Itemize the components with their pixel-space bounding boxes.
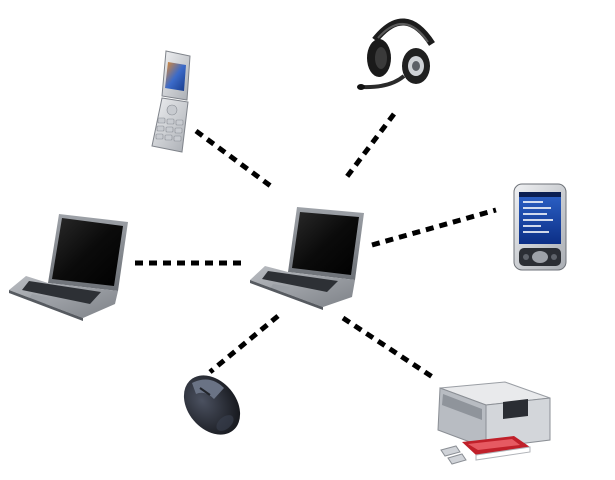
hub-laptop-icon — [250, 207, 364, 310]
headset-icon — [357, 18, 435, 90]
link-mouse — [208, 314, 280, 374]
printer-icon — [437, 381, 551, 465]
laptop-icon — [9, 214, 128, 321]
link-pda — [371, 207, 497, 248]
link-phone — [194, 128, 274, 190]
links — [135, 112, 497, 381]
mouse-icon — [183, 375, 241, 435]
link-headset — [344, 112, 396, 180]
pda-icon — [513, 183, 567, 271]
link-printer — [341, 315, 436, 381]
flip-phone-icon — [151, 50, 191, 153]
